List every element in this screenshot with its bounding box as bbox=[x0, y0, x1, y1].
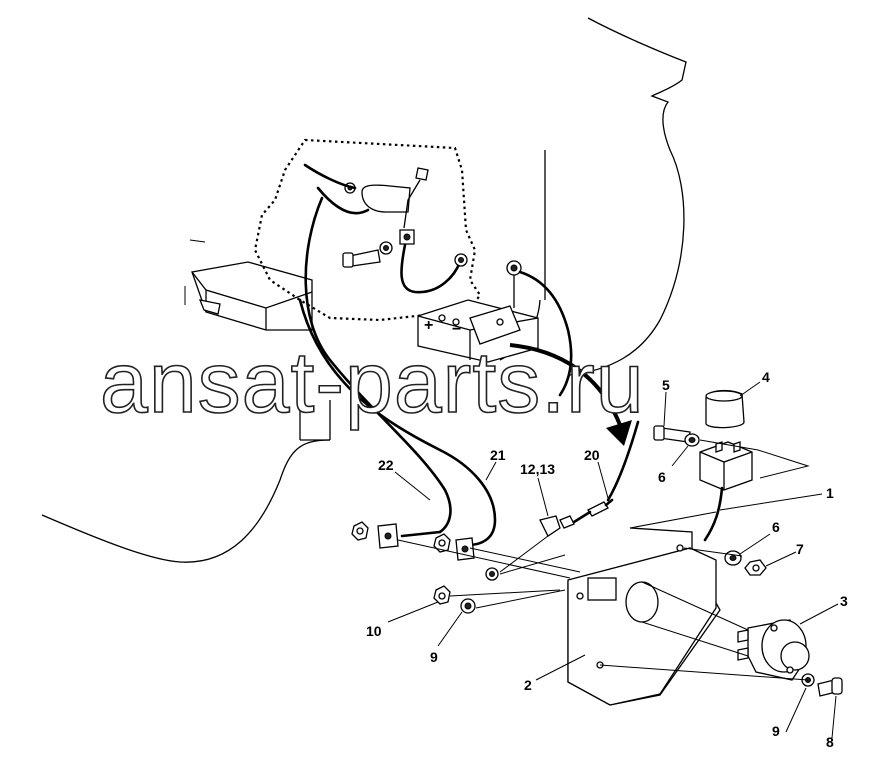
relay-screw bbox=[653, 425, 700, 447]
connectors bbox=[485, 498, 614, 581]
vehicle-body-outline bbox=[41, 17, 687, 563]
callout-2: 2 bbox=[524, 677, 532, 693]
callout-labels: 1 2 3 4 5 6 6 7 8 9 9 10 12,13 20 21 22 bbox=[366, 369, 848, 750]
mounting-bracket bbox=[567, 527, 721, 706]
switch-bolt bbox=[801, 673, 843, 697]
callout-5: 5 bbox=[662, 377, 670, 393]
relay bbox=[699, 441, 753, 542]
callout-9-left: 9 bbox=[430, 649, 438, 665]
callout-3: 3 bbox=[840, 593, 848, 609]
capacitor-assembly bbox=[303, 163, 468, 294]
nut-and-washer-left bbox=[433, 585, 476, 614]
positive-terminal-symbol: + bbox=[424, 317, 433, 334]
callout-12-13: 12,13 bbox=[520, 461, 555, 477]
wiring-harness bbox=[298, 196, 640, 550]
bolt-and-washer bbox=[342, 241, 393, 268]
callout-4: 4 bbox=[762, 369, 770, 385]
callout-21: 21 bbox=[490, 447, 506, 463]
callout-22: 22 bbox=[378, 457, 394, 473]
leader-lines bbox=[387, 381, 839, 739]
callout-7: 7 bbox=[796, 541, 804, 557]
battery-tray bbox=[184, 239, 313, 331]
callout-9-right: 9 bbox=[772, 723, 780, 739]
callout-10: 10 bbox=[366, 623, 382, 639]
relay-cover bbox=[705, 389, 745, 429]
callout-6-right: 6 bbox=[772, 519, 780, 535]
callout-1: 1 bbox=[826, 485, 834, 501]
exploded-view-lines bbox=[397, 439, 810, 681]
callout-20: 20 bbox=[584, 447, 600, 463]
assembly-direction-arrow bbox=[509, 343, 632, 446]
negative-terminal-symbol: − bbox=[452, 321, 461, 338]
watermark-text: ansat-parts.ru bbox=[100, 335, 645, 431]
callout-8: 8 bbox=[826, 734, 834, 750]
starter-switch bbox=[737, 619, 810, 681]
battery-phantom-outline bbox=[253, 138, 482, 322]
ground-lugs bbox=[351, 521, 475, 561]
terminal-block: + − bbox=[417, 260, 539, 363]
callout-6-upper: 6 bbox=[658, 469, 666, 485]
